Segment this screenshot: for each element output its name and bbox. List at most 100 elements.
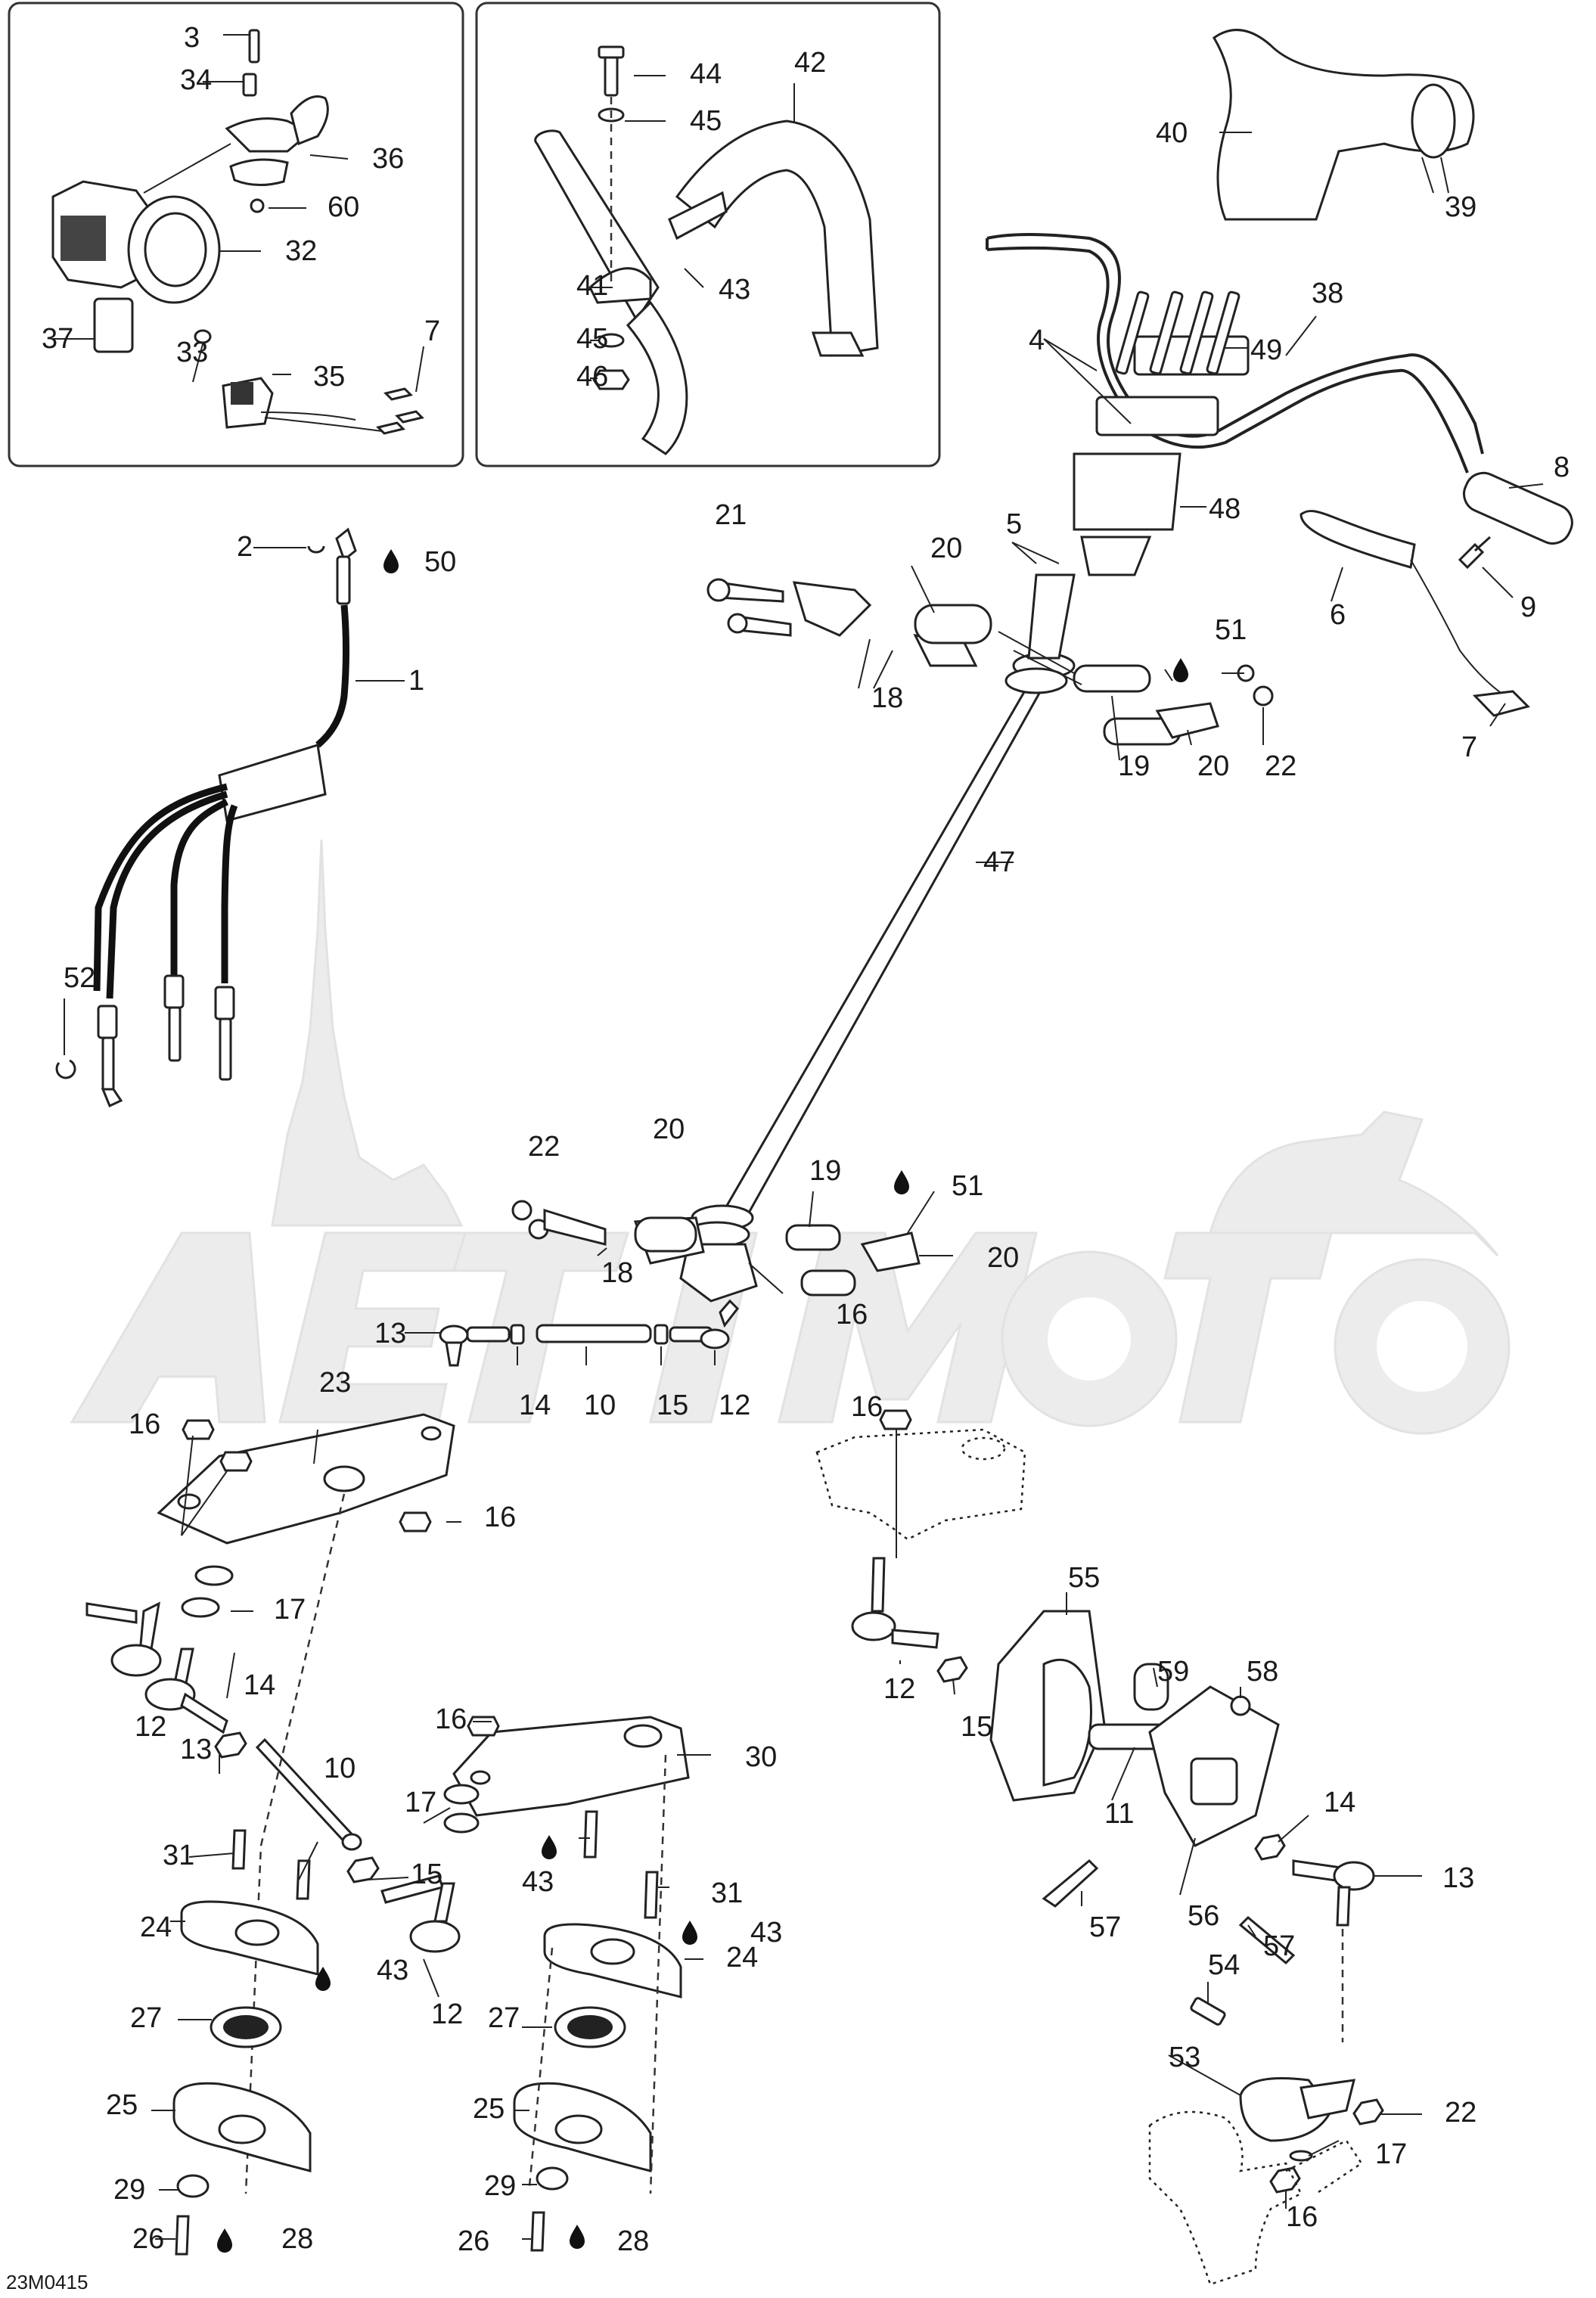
callout-label: 15: [961, 1711, 992, 1743]
callout-label: 18: [601, 1257, 633, 1289]
callout-label: 25: [106, 2089, 138, 2121]
callout-label: 1: [408, 665, 424, 697]
callout-label: 15: [657, 1390, 688, 1421]
pad-leader-lines: [590, 75, 795, 379]
callout-label: 43: [377, 1955, 408, 1986]
inset-box-handlebar-pad: [475, 2, 941, 467]
callout-label: 10: [584, 1390, 616, 1421]
callout-label: 59: [1157, 1656, 1189, 1688]
callout-label: 19: [1118, 750, 1150, 782]
callout-label: 5: [1006, 508, 1022, 540]
callout-label: 28: [281, 2223, 313, 2255]
callout-label: 14: [1324, 1787, 1355, 1818]
callout-label: 16: [435, 1703, 467, 1735]
callout-label: 20: [1197, 750, 1229, 782]
callout-label: 16: [484, 1501, 516, 1533]
callout-label: 28: [617, 2225, 649, 2257]
callout-label: 14: [244, 1669, 275, 1701]
callout-label: 12: [431, 1998, 463, 2030]
callout-label: 7: [1461, 731, 1477, 763]
cable-harness-1: [55, 527, 357, 1108]
callout-label: 57: [1263, 1930, 1295, 1962]
callout-label: 32: [285, 235, 317, 267]
callout-label: 34: [180, 64, 212, 96]
upper-leader-lines: [1011, 132, 1544, 727]
callout-label: 10: [324, 1753, 356, 1784]
callout-label: 26: [458, 2225, 489, 2257]
callout-label: 13: [180, 1734, 212, 1765]
callout-label: 7: [424, 315, 440, 347]
diagram-code: 23M0415: [6, 2271, 88, 2293]
callout-label: 18: [871, 682, 903, 714]
callout-label: 16: [129, 1408, 160, 1440]
callout-label: 57: [1089, 1911, 1121, 1943]
callout-label: 8: [1554, 452, 1570, 483]
callout-label: 16: [836, 1299, 868, 1331]
tie-rod-assembly-upper: [405, 1299, 739, 1367]
callout-label: 52: [64, 962, 95, 994]
callout-label: 48: [1209, 493, 1240, 525]
callout-label: 17: [274, 1594, 306, 1626]
callout-label: 3: [184, 22, 200, 54]
callout-label: 17: [405, 1787, 436, 1818]
callout-label: 12: [135, 1711, 166, 1743]
callout-label: 23: [319, 1367, 351, 1399]
callout-label: 27: [488, 2002, 520, 2034]
callout-label: 44: [690, 58, 722, 90]
switch-assembly-parts: [51, 29, 424, 435]
callout-label: 45: [690, 105, 722, 137]
inset-box-switch: [8, 2, 464, 467]
callout-label: 41: [576, 270, 608, 302]
callout-label: 20: [653, 1113, 685, 1145]
callout-label: 54: [1208, 1949, 1240, 1981]
handlebar-pad-parts: [534, 45, 879, 455]
lower-left-assembly: [85, 1413, 461, 2256]
callout-label: 43: [750, 1917, 782, 1949]
callout-label: 29: [113, 2174, 145, 2206]
callout-label: 24: [140, 1911, 172, 1943]
callout-label: 43: [522, 1866, 554, 1898]
callout-label: 51: [952, 1170, 983, 1202]
upper-tie-links: [706, 565, 1274, 761]
callout-label: 30: [745, 1741, 777, 1773]
callout-label: 40: [1156, 117, 1188, 149]
callout-label: 15: [411, 1859, 442, 1890]
callout-label: 25: [473, 2093, 505, 2125]
callout-label: 43: [719, 274, 750, 306]
callout-label: 14: [519, 1390, 551, 1421]
callout-label: 29: [484, 2170, 516, 2202]
callout-label: 33: [176, 337, 208, 368]
lower-right-assembly: [815, 1409, 1422, 2286]
callout-label: 60: [328, 191, 359, 223]
callout-label: 16: [851, 1391, 883, 1423]
callout-label: 42: [794, 47, 826, 79]
lower-tie-links: [511, 1191, 953, 1297]
callout-label: 26: [132, 2223, 164, 2255]
steering-upper-parts: [986, 29, 1573, 717]
callout-label: 17: [1375, 2138, 1407, 2170]
callout-label: 45: [576, 323, 608, 355]
callout-label: 9: [1520, 592, 1536, 623]
callout-label: 4: [1029, 325, 1045, 356]
callout-label: 12: [883, 1673, 915, 1705]
callout-label: 13: [1442, 1862, 1474, 1894]
middle-lower-assembly: [423, 1716, 711, 2252]
callout-label: 37: [42, 323, 73, 355]
callout-label: 2: [237, 531, 253, 563]
callout-label: 20: [987, 1242, 1019, 1274]
callout-label: 58: [1247, 1656, 1278, 1688]
callout-label: 27: [130, 2002, 162, 2034]
callout-label: 21: [715, 499, 747, 531]
callout-label: 20: [930, 533, 962, 564]
steering-column-47: [679, 573, 1076, 1303]
callout-label: 38: [1312, 278, 1343, 309]
harness-leader-lines: [64, 547, 405, 1055]
callout-label: 31: [711, 1877, 743, 1909]
callout-label: 39: [1445, 191, 1476, 223]
callout-label: 22: [1445, 2097, 1476, 2129]
callout-label: 13: [374, 1318, 406, 1349]
callout-label: 56: [1188, 1900, 1219, 1932]
callout-label: 51: [1215, 614, 1247, 646]
switch-leader-lines: [53, 34, 424, 393]
